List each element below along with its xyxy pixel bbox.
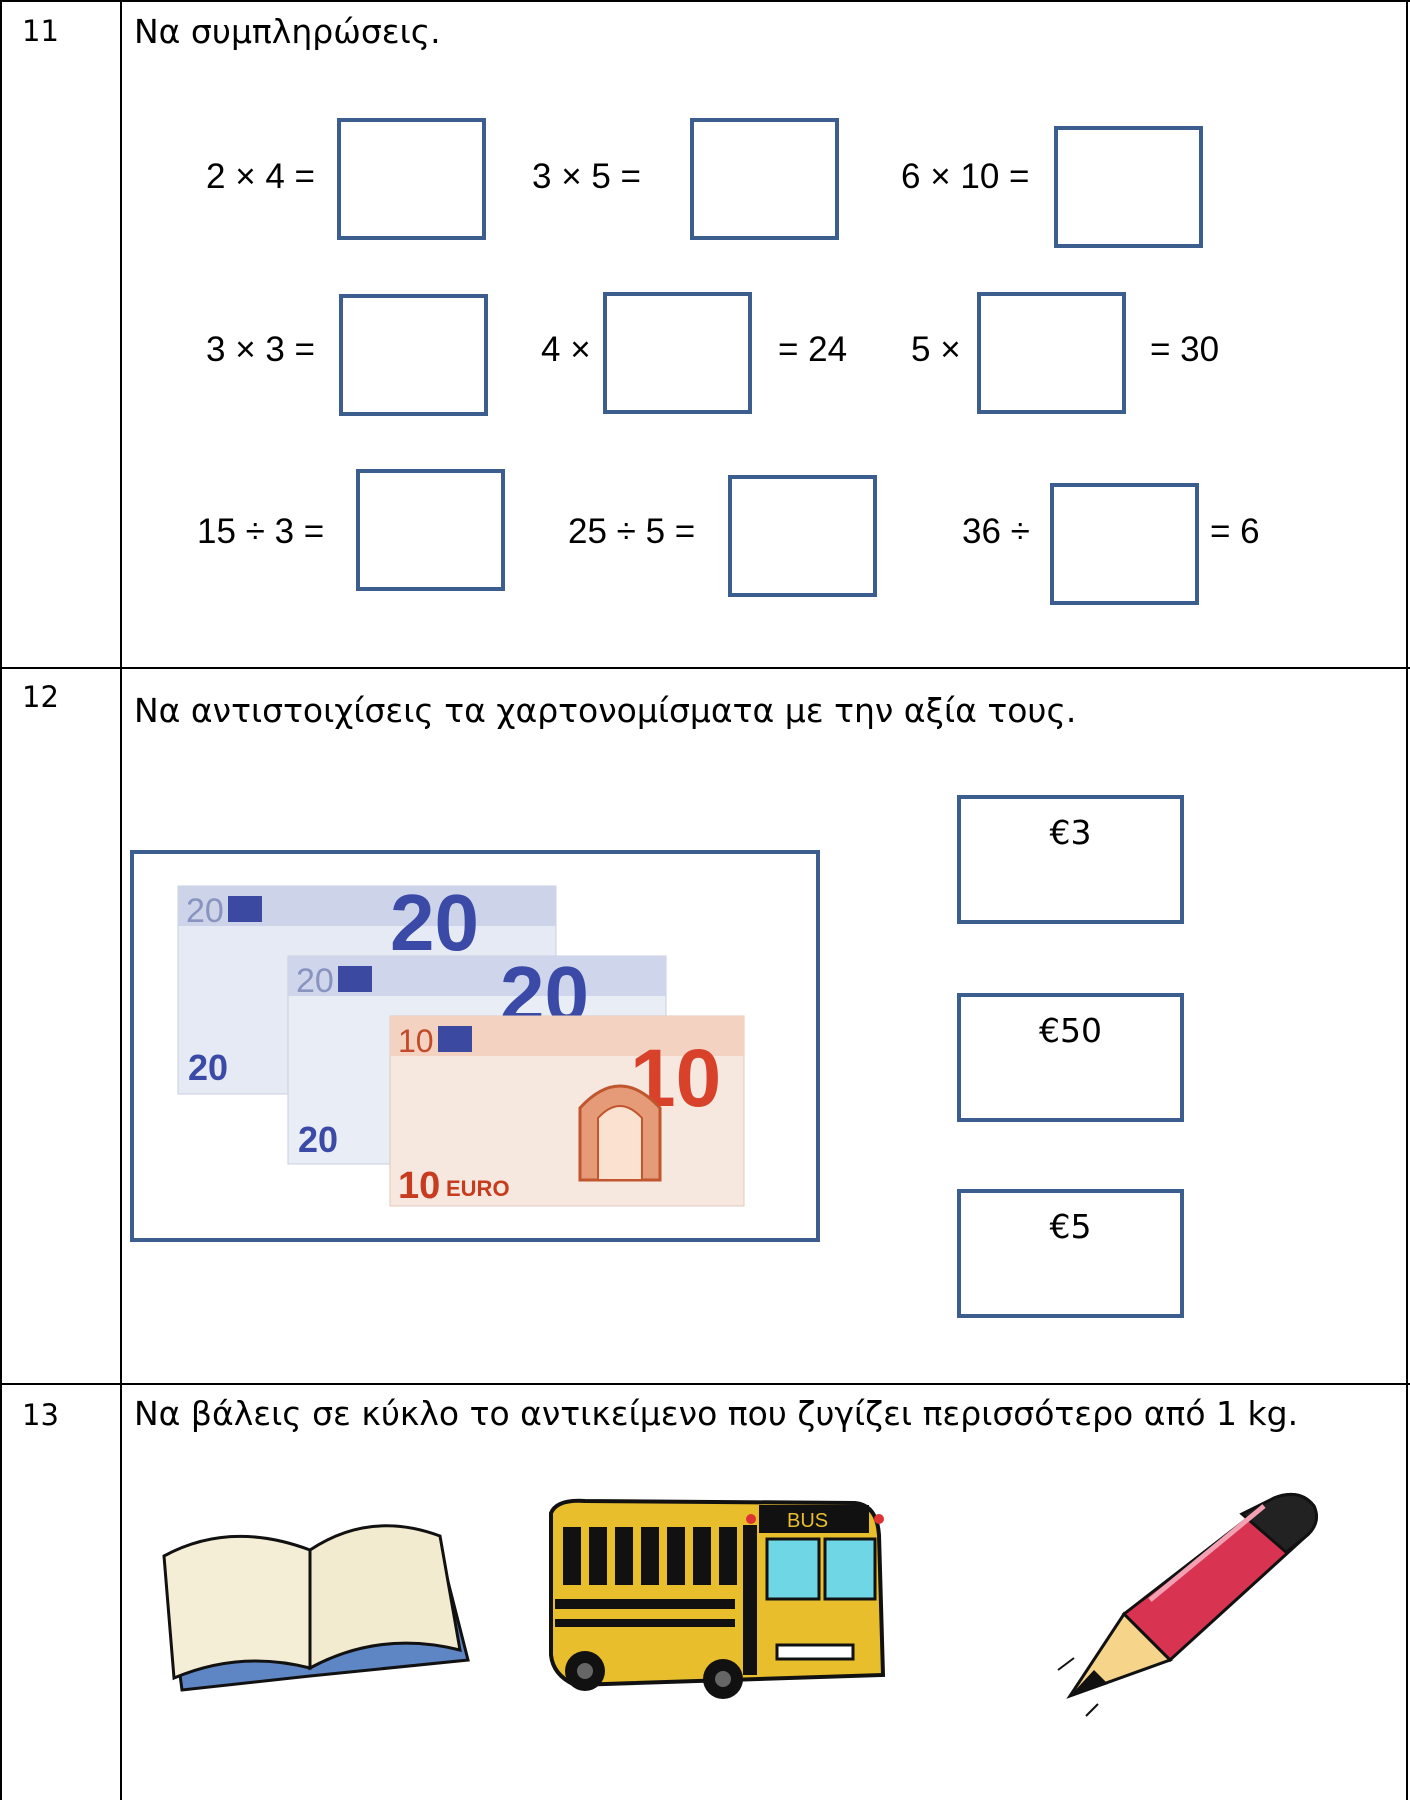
banknote-twenty-back-corner: 20	[186, 892, 224, 930]
answer-box-r1c3[interactable]	[1054, 126, 1203, 248]
banknote-twenty-back-small: 20	[188, 1047, 228, 1088]
table-border-top	[0, 0, 1410, 2]
bus-sign: BUS	[787, 1510, 828, 1532]
banknote-twenty-front-corner: 20	[296, 962, 334, 1000]
question-11-instruction: Να συμπληρώσεις.	[134, 12, 441, 51]
question-12-instruction: Να αντιστοιχίσεις τα χαρτονομίσματα με τ…	[134, 691, 1077, 730]
equation-r2c1-text: 3 × 3 =	[206, 330, 315, 369]
equation-r2c2-right: = 24	[778, 330, 848, 369]
table-border-left	[0, 0, 2, 1800]
equation-r3c2-text: 25 ÷ 5 =	[568, 512, 696, 551]
answer-box-r3c1[interactable]	[356, 469, 505, 591]
question-13-instruction: Να βάλεις σε κύκλο το αντικείμενο που ζυ…	[134, 1394, 1299, 1433]
question-number-13: 13	[22, 1398, 59, 1432]
table-border-right	[1406, 0, 1408, 1800]
row-divider-12-13	[0, 1383, 1410, 1385]
answer-box-r3c2[interactable]	[728, 475, 877, 597]
banknote-twenty-front-small: 20	[298, 1119, 338, 1160]
banknotes-image: 20 20 20 20 20 20 10 10 10 EURO	[177, 878, 745, 1207]
answer-box-r1c2[interactable]	[690, 118, 839, 240]
equation-r2c3-left: 5 ×	[911, 330, 961, 369]
equation-r3c3-right: = 6	[1210, 512, 1260, 551]
pencil-image[interactable]	[1050, 1490, 1330, 1720]
equation-r3c1-text: 15 ÷ 3 =	[197, 512, 325, 551]
answer-box-r3c3[interactable]	[1050, 483, 1199, 605]
banknote-ten-euro: EURO	[446, 1176, 510, 1201]
banknote-twenty-back-big: 20	[390, 878, 479, 967]
answer-box-r2c2[interactable]	[603, 292, 752, 414]
answer-box-r2c1[interactable]	[339, 294, 488, 416]
banknote-ten-small: 10	[398, 1165, 440, 1207]
value-box-2[interactable]: €50	[957, 993, 1184, 1122]
equation-r2c2-left: 4 ×	[541, 330, 591, 369]
equation-r1c3-text: 6 × 10 =	[901, 157, 1030, 196]
bus-image[interactable]: BUS	[545, 1495, 890, 1715]
banknote-ten-corner: 10	[398, 1023, 434, 1059]
answer-box-r1c1[interactable]	[337, 118, 486, 240]
question-number-12: 12	[22, 680, 59, 714]
equation-r3c3-left: 36 ÷	[962, 512, 1030, 551]
answer-box-r2c3[interactable]	[977, 292, 1126, 414]
equation-r2c3-right: = 30	[1150, 330, 1220, 369]
equation-r1c1-text: 2 × 4 =	[206, 157, 315, 196]
value-box-3[interactable]: €5	[957, 1189, 1184, 1318]
row-divider-11-12	[0, 667, 1410, 669]
value-box-1[interactable]: €3	[957, 795, 1184, 924]
banknote-ten: 10 10 10 EURO	[389, 1015, 745, 1207]
column-divider	[120, 0, 122, 1800]
book-image[interactable]	[160, 1510, 470, 1695]
equation-r1c2-text: 3 × 5 =	[532, 157, 641, 196]
question-number-11: 11	[22, 14, 59, 48]
